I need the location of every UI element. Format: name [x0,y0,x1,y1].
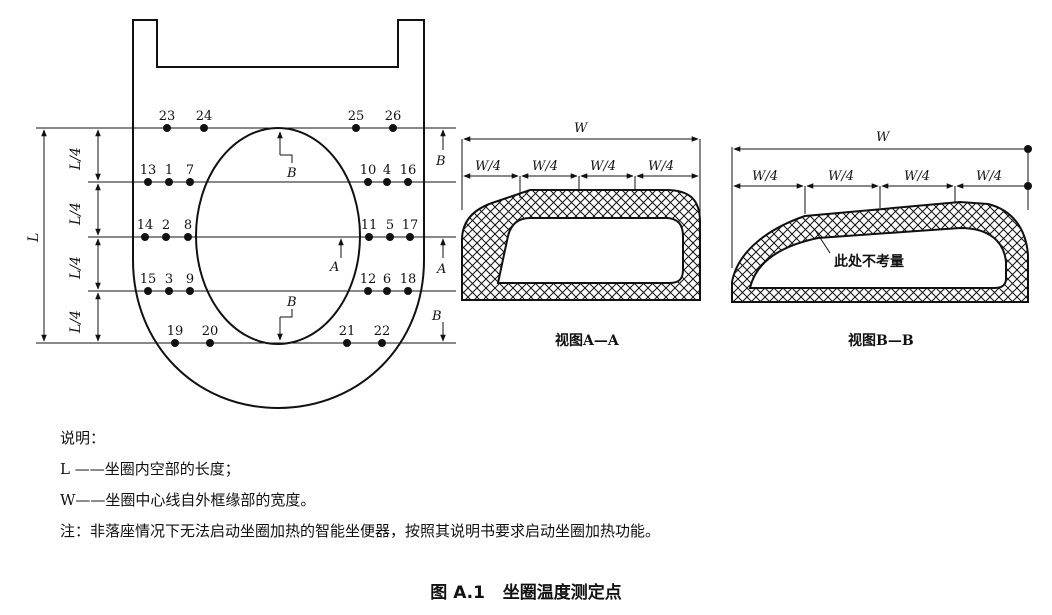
seat-outline [132,19,425,410]
quarter-label-2: L/4 [68,202,84,226]
measurement-point-8 [184,233,192,241]
measurement-point-label-9: 9 [186,272,194,287]
measurement-point-label-25: 25 [348,109,365,124]
measurement-point-16 [404,178,412,186]
measurement-point-label-20: 20 [202,324,219,339]
section-bb-q1: W/4 [752,169,778,184]
measurement-point-label-1: 1 [165,163,173,178]
measurement-point-label-11: 11 [361,218,378,233]
measurement-point-17 [406,233,414,241]
measurement-point-13 [144,178,152,186]
measurement-point-label-26: 26 [385,109,402,124]
quarter-label-3: L/4 [68,256,84,280]
measurement-point-4 [383,178,391,186]
length-dimension [41,129,101,342]
measurement-point-23 [163,124,171,132]
section-bb-endpoint-mid [1024,182,1032,190]
quarter-label-1: L/4 [68,147,84,171]
measurement-point-7 [186,178,194,186]
seat-top-view [132,19,425,410]
measurement-point-25 [352,124,360,132]
measurement-point-label-5: 5 [386,218,394,233]
section-bb: W W/4 W/4 W/4 W/4 此处不考量 [731,130,1032,303]
section-a-inner: A [329,260,339,275]
measurement-point-label-14: 14 [137,218,154,233]
section-aa: W W/4 W/4 W/4 W/4 [461,121,701,301]
measurement-point-label-24: 24 [196,109,213,124]
section-aa-q4: W/4 [648,159,674,174]
section-aa-caption: 视图A—A [555,333,619,349]
legend-item-w: W——坐圈中心线自外框缘部的宽度。 [60,491,316,509]
section-bb-width-label: W [876,130,891,145]
section-bb-note: 此处不考量 [834,253,904,270]
measurement-point-label-22: 22 [374,324,391,339]
measurement-point-label-2: 2 [162,218,170,233]
legend-title: 说明： [60,429,106,447]
measurement-point-1 [165,178,173,186]
section-aa-q2: W/4 [532,159,558,174]
measurement-point-10 [364,178,372,186]
measurement-point-18 [404,287,412,295]
measurement-point-label-15: 15 [140,272,157,287]
measurement-point-label-23: 23 [159,109,176,124]
section-bb-q2: W/4 [828,169,854,184]
length-label: L [26,233,42,243]
measurement-point-21 [343,339,351,347]
measurement-point-label-16: 16 [400,163,417,178]
measurement-point-label-8: 8 [184,218,192,233]
measurement-point-label-6: 6 [383,272,391,287]
measurement-point-label-19: 19 [167,324,184,339]
measurement-point-9 [186,287,194,295]
section-b-right-top: B [435,154,446,169]
section-aa-inner [496,217,684,284]
section-b-top: B [286,166,297,181]
section-aa-width-label: W [574,121,589,136]
measurement-point-6 [383,287,391,295]
measurement-point-2 [162,233,170,241]
section-b-right-bottom: B [431,309,442,324]
measurement-point-26 [389,124,397,132]
measurement-point-label-3: 3 [165,272,173,287]
measurement-point-24 [200,124,208,132]
section-markers [277,129,446,342]
measurement-point-label-12: 12 [360,272,377,287]
measurement-point-19 [171,339,179,347]
measurement-point-3 [165,287,173,295]
section-bb-inner [748,226,1007,289]
measurement-point-label-4: 4 [383,163,391,178]
measurement-point-label-13: 13 [140,163,157,178]
section-b-bottom: B [286,295,297,310]
section-bb-endpoint-top [1024,145,1032,153]
measurement-point-14 [141,233,149,241]
legend-item-l: L ——坐圈内空部的长度； [60,460,240,478]
figure-caption: 图 A.1 坐圈温度测定点 [430,583,622,603]
measurement-point-22 [378,339,386,347]
measurement-point-20 [206,339,214,347]
measurement-point-11 [365,233,373,241]
section-bb-q4: W/4 [976,169,1002,184]
measurement-point-label-7: 7 [186,163,194,178]
measurement-point-15 [144,287,152,295]
measurement-point-label-18: 18 [400,272,417,287]
section-bb-q3: W/4 [904,169,930,184]
section-bb-caption: 视图B—B [848,333,914,349]
measurement-point-label-17: 17 [402,218,419,233]
section-a-right: A [436,262,446,277]
legend-note: 注：非落座情况下无法启动坐圈加热的智能坐便器，按照其说明书要求启动坐圈加热功能。 [60,522,661,540]
measurement-point-12 [364,287,372,295]
seat-opening [195,127,361,345]
section-aa-q3: W/4 [590,159,616,174]
quarter-label-4: L/4 [68,310,84,334]
measurement-point-label-21: 21 [339,324,356,339]
measurement-point-5 [386,233,394,241]
measurement-point-label-10: 10 [360,163,377,178]
section-aa-q1: W/4 [475,159,501,174]
